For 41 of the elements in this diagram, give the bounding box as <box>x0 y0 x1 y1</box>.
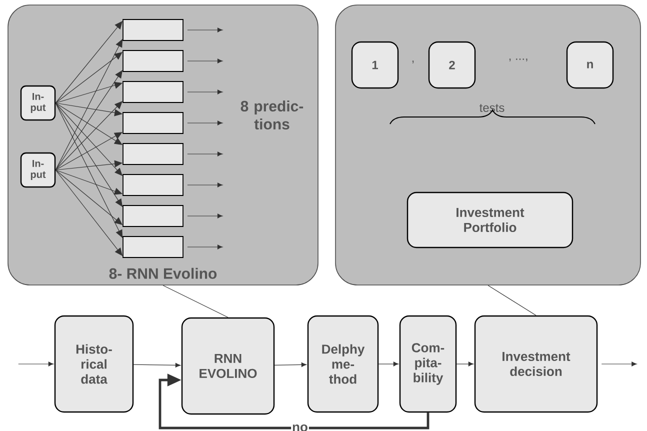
rnn-block <box>122 19 184 41</box>
rnn-block <box>122 174 184 196</box>
rnn-block <box>122 81 184 103</box>
process-box: 1 <box>351 41 399 89</box>
arrow <box>378 362 399 366</box>
connector <box>162 285 228 318</box>
arrow <box>187 214 223 218</box>
arrow <box>187 90 223 94</box>
brace-label: tests <box>480 104 504 112</box>
arrow <box>187 28 223 32</box>
arrow <box>187 152 223 156</box>
arrow <box>187 182 223 188</box>
arrow <box>187 120 223 126</box>
process-box: RNN EVOLINO <box>181 317 275 415</box>
input-box: In- put <box>20 152 56 188</box>
process-box: Delphy me- thod <box>307 315 379 413</box>
rnn-block <box>122 205 184 227</box>
input-box: In- put <box>20 85 56 121</box>
process-box: Com- pita- bility <box>399 315 457 413</box>
rnn-block <box>122 50 184 72</box>
separator-label: , ..., <box>509 58 528 62</box>
process-box: 2 <box>428 41 476 89</box>
process-box: Histo- rical data <box>54 315 134 413</box>
connector <box>488 285 536 316</box>
rnn-block <box>122 112 184 134</box>
arrow <box>55 102 123 238</box>
process-box: Investment decision <box>474 315 598 413</box>
arrow <box>187 244 223 250</box>
rnn-block <box>122 143 184 165</box>
arrow <box>133 362 181 368</box>
annotation-label: 8 predic- tions <box>240 100 304 130</box>
arrow <box>456 362 474 366</box>
separator-label: , <box>412 60 414 64</box>
arrow <box>601 362 637 366</box>
arrow <box>18 362 54 366</box>
arrow <box>187 58 223 64</box>
process-box: n <box>566 41 614 89</box>
process-box: Investment Portfolio <box>406 192 574 248</box>
rnn-block <box>122 236 184 258</box>
arrow <box>274 362 307 367</box>
arrow <box>158 374 430 430</box>
